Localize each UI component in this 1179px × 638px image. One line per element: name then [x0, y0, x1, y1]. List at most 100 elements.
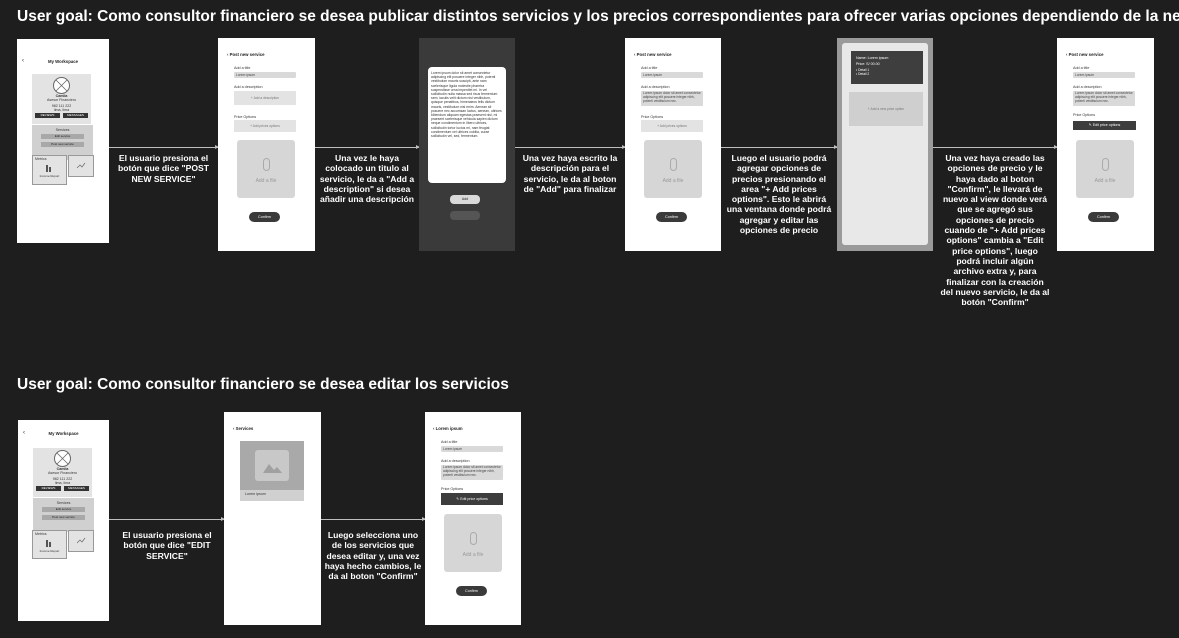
add-file-label: Add a file	[462, 552, 484, 558]
title-label: Add a title	[641, 66, 658, 70]
paperclip-icon	[262, 158, 270, 171]
add-price-options-area[interactable]: + Add prices options	[641, 120, 703, 132]
add-file-area[interactable]: Add a file	[644, 140, 702, 198]
confirm-button[interactable]: Confirm	[656, 212, 687, 222]
profile-location: lima, lima	[54, 481, 71, 485]
description-modal: Lorem ipsum dolor sit amet consectetur a…	[428, 67, 506, 183]
back-arrow-icon[interactable]: ‹	[23, 430, 25, 436]
post-new-service-button[interactable]: Post new service	[41, 142, 84, 147]
profile-card: Camila Asesor Financiero 982 111 222 lim…	[31, 74, 94, 161]
workspace-screen: ‹ My Workspace Camila Asesor Financiero …	[17, 39, 109, 243]
back-arrow-icon[interactable]: ‹	[22, 58, 24, 64]
add-file-label: Add a file	[662, 178, 684, 184]
service-card-title: Lorem ipsum	[245, 492, 266, 496]
confirm-button[interactable]: Confirm	[456, 586, 487, 596]
price-option-card[interactable]: Name: Lorem ipsum Price: S/ 00.00 • Deta…	[851, 51, 923, 84]
flow-arrow-4	[721, 145, 838, 149]
title-field[interactable]: Lorem ipsum	[1073, 72, 1135, 78]
price-option-name: Name: Lorem ipsum	[856, 56, 889, 60]
profile-name: Camila	[55, 94, 68, 98]
metrics-card[interactable]: Metrics Income Report	[32, 530, 67, 559]
confirm-button[interactable]: Confirm	[1088, 212, 1119, 222]
image-placeholder	[240, 441, 304, 490]
profile-location: lima, lima	[53, 108, 70, 112]
title-label: Add a title	[1073, 66, 1090, 70]
description-modal-screen: Lorem ipsum dolor sit amet consectetur a…	[419, 38, 515, 251]
flow-arrow-3	[515, 145, 626, 149]
description-text[interactable]: Lorem ipsum dolor sit amet consectetur a…	[431, 71, 502, 139]
add-price-option-button[interactable]: + Add a new price option	[849, 92, 923, 126]
messages-button[interactable]: MESSAGES	[64, 486, 89, 491]
flow-arrow-7	[321, 517, 426, 521]
avatar	[54, 450, 71, 467]
description-label: Add a description	[441, 459, 470, 463]
price-label: Price Options	[441, 487, 464, 491]
metrics-sub: Income Report	[39, 174, 60, 178]
add-file-area[interactable]: Add a file	[1076, 140, 1134, 198]
services-list-screen: ‹ Services Lorem ipsum	[224, 412, 321, 625]
trend-icon	[76, 162, 86, 169]
caption-2-2: Luego selecciona uno de los servicios qu…	[324, 530, 422, 582]
secondary-button[interactable]	[450, 211, 480, 220]
goal-title-1: User goal: Como consultor financiero se …	[17, 8, 1179, 25]
profile-name: Camila	[56, 467, 69, 471]
price-options-screen: Name: Lorem ipsum Price: S/ 00.00 • Deta…	[837, 38, 933, 251]
title-label: Add a title	[234, 66, 251, 70]
post-new-service-button[interactable]: Post new service	[42, 515, 85, 520]
profile-card: Camila Asesor Financiero 982 111 222 lim…	[32, 448, 95, 533]
price-label: Price Options	[641, 115, 664, 119]
price-option-detail-1: • Detail 1	[856, 68, 870, 72]
services-panel: Services Edit service Post new service	[32, 497, 95, 533]
edit-price-options-button[interactable]: ✎ Edit price options	[1073, 121, 1136, 130]
add-price-options-area[interactable]: + Add prices options	[234, 120, 296, 132]
title-field[interactable]: Lorem ipsum	[641, 72, 703, 78]
caption-1-1: El usuario presiona el botón que dice "P…	[118, 153, 209, 184]
profile-phone: 982 111 222	[51, 104, 72, 108]
service-card[interactable]: Lorem ipsum	[240, 441, 304, 501]
reviews-button[interactable]: REVIEWS	[35, 113, 60, 118]
add-button[interactable]: Add	[450, 195, 480, 204]
caption-2-1: El usuario presiona el botón que dice "E…	[122, 530, 212, 561]
bar-chart-icon-bar	[49, 167, 51, 172]
title-field[interactable]: Lorem ipsum	[441, 446, 503, 452]
metrics-label: Metrics	[35, 532, 47, 536]
add-file-area[interactable]: Add a file	[237, 140, 295, 198]
metrics-sub: Income Report	[39, 549, 60, 553]
description-field[interactable]: Lorem ipsum dolor sit amet consectetur a…	[641, 91, 703, 106]
trend-card[interactable]	[68, 155, 94, 177]
goal-title-2: User goal: Como consultor financiero se …	[17, 376, 509, 393]
description-field[interactable]: Lorem ipsum dolor sit amet consectetur a…	[441, 465, 503, 480]
flow-arrow-2	[315, 145, 420, 149]
paperclip-icon	[669, 158, 677, 171]
edit-price-options-button[interactable]: ✎ Edit price options	[441, 493, 503, 505]
price-options-modal: Name: Lorem ipsum Price: S/ 00.00 • Deta…	[842, 43, 928, 245]
metrics-card[interactable]: Metrics Income Report	[32, 155, 67, 185]
post-title: ‹ Post new service	[227, 52, 265, 57]
title-label: Add a title	[441, 440, 458, 444]
edit-service-button[interactable]: Edit service	[42, 507, 85, 512]
description-field[interactable]: Lorem ipsum dolor sit amet consectetur a…	[1073, 91, 1135, 106]
price-label: Price Options	[234, 115, 257, 119]
add-file-label: Add a file	[255, 178, 277, 184]
services-label: Services	[56, 501, 71, 505]
paperclip-icon	[469, 532, 477, 545]
description-label: Add a description	[1073, 85, 1102, 89]
messages-button[interactable]: MESSAGES	[63, 113, 88, 118]
confirm-button[interactable]: Confirm	[249, 212, 280, 222]
post-service-with-description-screen: ‹ Post new service Add a title Lorem ips…	[625, 38, 721, 251]
flow-arrow-6	[109, 517, 225, 521]
trend-card[interactable]	[68, 530, 94, 552]
bar-chart-icon	[46, 540, 48, 547]
add-description-area[interactable]: + Add a description	[234, 91, 296, 105]
flow-arrow-1	[109, 145, 219, 149]
caption-1-4: Luego el usuario podrá agregar opciones …	[726, 153, 832, 236]
services-label: Services	[55, 128, 70, 132]
services-panel: Services Edit service Post new service	[31, 124, 94, 161]
profile-role: Asesor Financiero	[48, 471, 77, 475]
reviews-button[interactable]: REVIEWS	[36, 486, 61, 491]
add-file-area[interactable]: Add a file	[444, 514, 502, 572]
description-label: Add a description	[641, 85, 670, 89]
image-icon	[255, 450, 289, 481]
edit-service-button[interactable]: Edit service	[41, 134, 84, 139]
title-field[interactable]: Lorem ipsum	[234, 72, 296, 78]
